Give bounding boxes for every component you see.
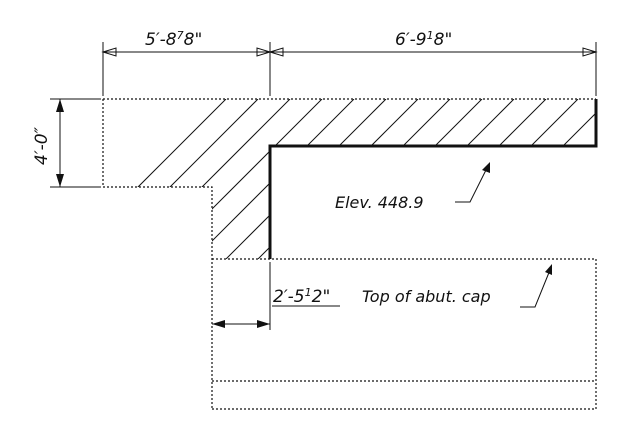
- hatch-line: [103, 99, 259, 259]
- dim-top-left: 5′-878": [145, 29, 202, 50]
- hatch-line: [219, 99, 387, 259]
- hatch-line: [347, 99, 515, 259]
- elevation-leader: [455, 162, 490, 203]
- left-dimension: [50, 98, 101, 188]
- abutment-note: Top of abut. cap: [362, 287, 491, 306]
- elevation-surface-line: [268, 99, 598, 259]
- hatch-line: [103, 99, 227, 259]
- hatch-line: [539, 99, 596, 259]
- hatch-line: [315, 99, 483, 259]
- hatch-line: [604, 99, 620, 265]
- hatch-line: [379, 99, 547, 259]
- bottom-dimension: [212, 262, 340, 330]
- hatch-line: [443, 99, 596, 259]
- dim-top-right: 6′-918": [395, 29, 452, 50]
- hatch-line: [123, 99, 291, 259]
- section-outline: [102, 98, 597, 410]
- hatch-line: [155, 99, 323, 259]
- hatch-line: [475, 99, 596, 259]
- hatch-line: [507, 99, 596, 259]
- dim-left-height: 4′-0″: [32, 126, 52, 165]
- top-dimension: [101, 42, 598, 96]
- hatch-line: [283, 99, 451, 259]
- elevation-note: Elev. 448.9: [335, 193, 424, 212]
- hatch-pattern: [103, 99, 620, 265]
- dim-bottom-offset: 2′-512": [273, 286, 330, 307]
- abutment-leader: [520, 264, 552, 308]
- hatch-line: [411, 99, 579, 259]
- hatch-line: [251, 99, 419, 259]
